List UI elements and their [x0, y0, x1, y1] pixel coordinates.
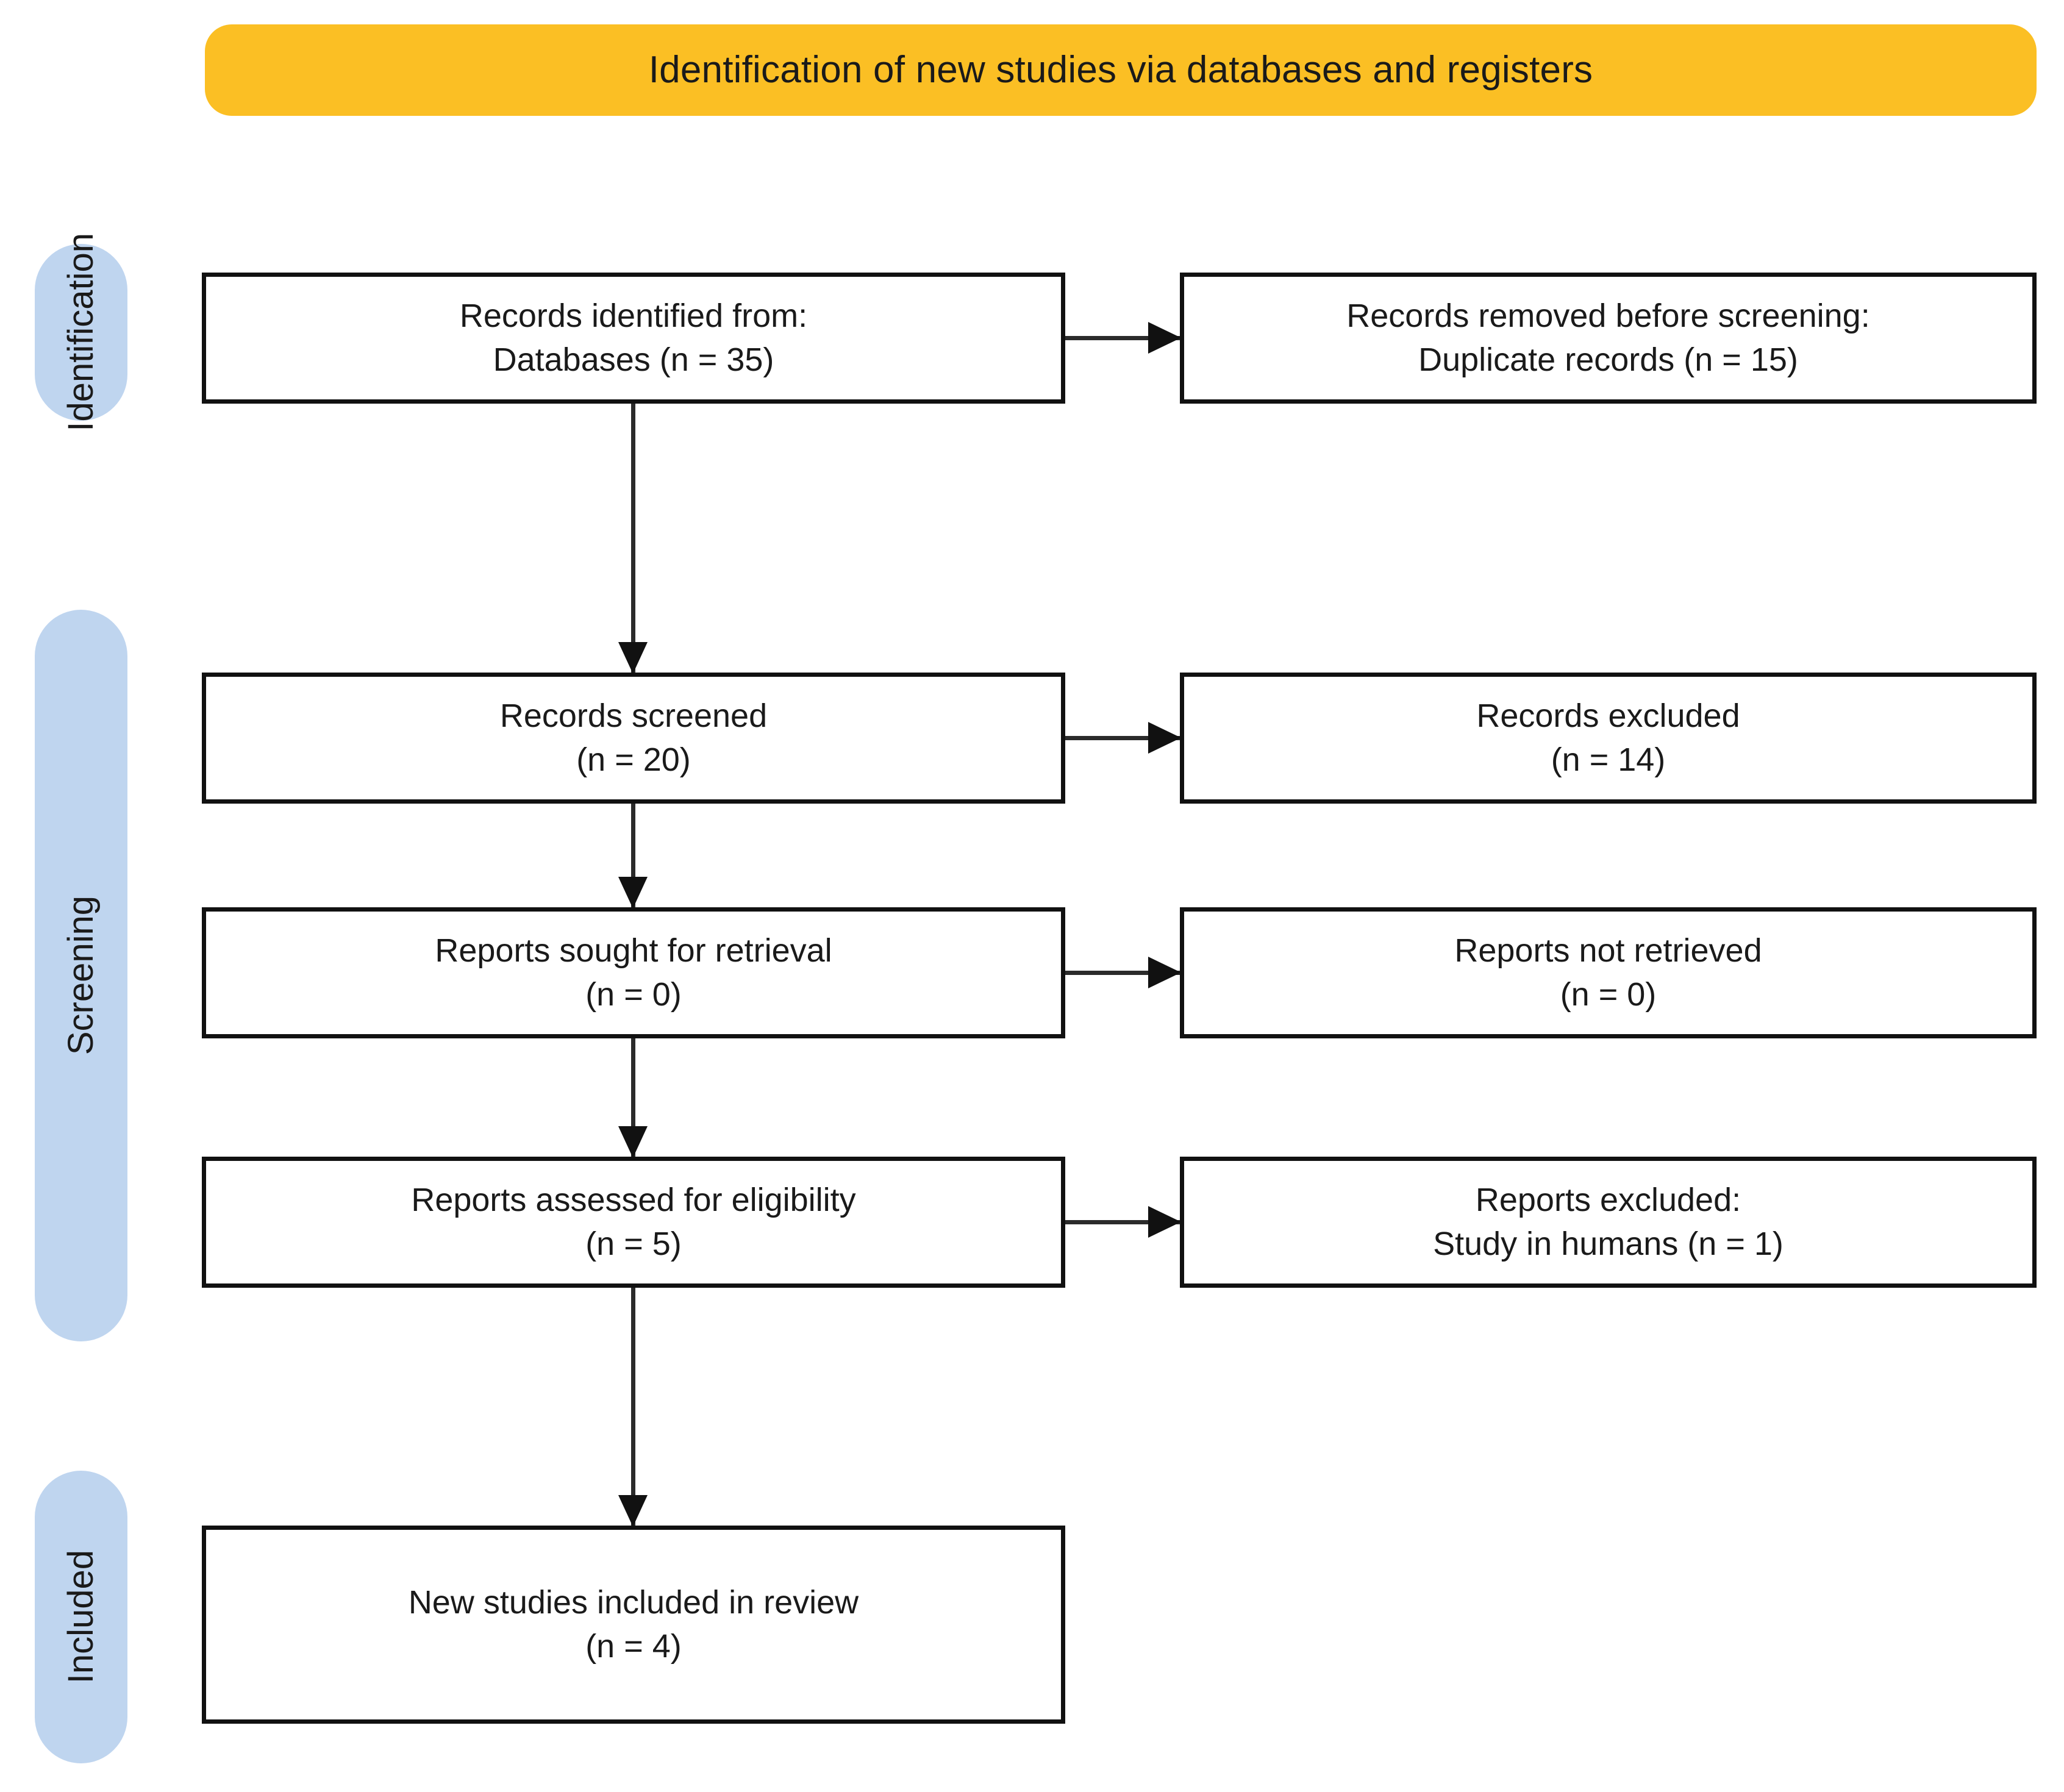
stage-label-identification: Identification — [61, 233, 101, 432]
box-records-excluded-line2: (n = 14) — [1551, 741, 1666, 778]
box-records-removed-line1: Records removed before screening: — [1346, 298, 1870, 335]
arrow-shaft — [1065, 1220, 1180, 1224]
box-reports-sought-line1: Reports sought for retrieval — [435, 932, 832, 969]
arrow-screened-to-sought — [618, 804, 648, 908]
box-reports-sought: Reports sought for retrieval (n = 0) — [202, 907, 1065, 1038]
box-new-studies-included-line1: New studies included in review — [408, 1584, 859, 1621]
arrow-assessed-to-included — [618, 1288, 648, 1527]
box-reports-excluded-line1: Reports excluded: — [1475, 1182, 1741, 1219]
arrow-identified-to-removed — [1065, 322, 1181, 354]
arrow-shaft — [631, 1288, 635, 1526]
arrow-assessed-to-reportsexcluded — [1065, 1206, 1181, 1238]
arrow-shaft — [1065, 971, 1180, 975]
stage-pill-included: Included — [35, 1471, 127, 1763]
arrow-shaft — [631, 804, 635, 907]
arrow-shaft — [1065, 736, 1180, 740]
arrow-shaft — [631, 404, 635, 673]
box-records-screened-line2: (n = 20) — [576, 741, 691, 778]
box-reports-not-retrieved: Reports not retrieved (n = 0) — [1180, 907, 2037, 1038]
box-records-removed-line2: Duplicate records (n = 15) — [1418, 341, 1798, 378]
box-records-screened: Records screened (n = 20) — [202, 673, 1065, 804]
box-reports-not-retrieved-line1: Reports not retrieved — [1454, 932, 1762, 969]
box-records-identified: Records identified from: Databases (n = … — [202, 273, 1065, 404]
arrow-sought-to-assessed — [618, 1038, 648, 1158]
arrowhead-down-icon — [618, 1495, 648, 1527]
diagram-title: Identification of new studies via databa… — [648, 49, 1593, 91]
arrowhead-right-icon — [1148, 322, 1181, 354]
box-reports-sought-line2: (n = 0) — [585, 976, 682, 1013]
arrowhead-down-icon — [618, 877, 648, 908]
arrowhead-right-icon — [1148, 1206, 1181, 1238]
arrow-sought-to-notretrieved — [1065, 957, 1181, 988]
box-records-excluded: Records excluded (n = 14) — [1180, 673, 2037, 804]
box-new-studies-included-line2: (n = 4) — [585, 1627, 682, 1665]
box-reports-assessed-line2: (n = 5) — [585, 1225, 682, 1262]
box-new-studies-included: New studies included in review (n = 4) — [202, 1526, 1065, 1724]
box-reports-assessed-line1: Reports assessed for eligibility — [411, 1182, 856, 1219]
diagram-header-banner: Identification of new studies via databa… — [205, 24, 2037, 116]
box-reports-excluded: Reports excluded: Study in humans (n = 1… — [1180, 1157, 2037, 1288]
box-reports-not-retrieved-line2: (n = 0) — [1560, 976, 1657, 1013]
box-records-excluded-line1: Records excluded — [1476, 698, 1740, 735]
arrowhead-right-icon — [1148, 722, 1181, 754]
arrowhead-right-icon — [1148, 957, 1181, 988]
box-reports-excluded-line2: Study in humans (n = 1) — [1433, 1225, 1784, 1262]
arrow-identified-to-screened — [618, 404, 648, 674]
box-records-identified-line1: Records identified from: — [459, 298, 808, 335]
box-reports-assessed: Reports assessed for eligibility (n = 5) — [202, 1157, 1065, 1288]
box-records-identified-line2: Databases (n = 35) — [493, 341, 774, 378]
arrowhead-down-icon — [618, 642, 648, 674]
stage-label-included: Included — [61, 1550, 101, 1684]
arrow-screened-to-excluded — [1065, 722, 1181, 754]
box-records-removed: Records removed before screening: Duplic… — [1180, 273, 2037, 404]
stage-pill-identification: Identification — [35, 233, 127, 432]
arrow-shaft — [1065, 336, 1180, 340]
arrowhead-down-icon — [618, 1126, 648, 1158]
stage-label-screening: Screening — [61, 896, 101, 1055]
arrow-shaft — [631, 1038, 635, 1157]
box-records-screened-line1: Records screened — [499, 698, 768, 735]
stage-pill-screening: Screening — [35, 610, 127, 1341]
